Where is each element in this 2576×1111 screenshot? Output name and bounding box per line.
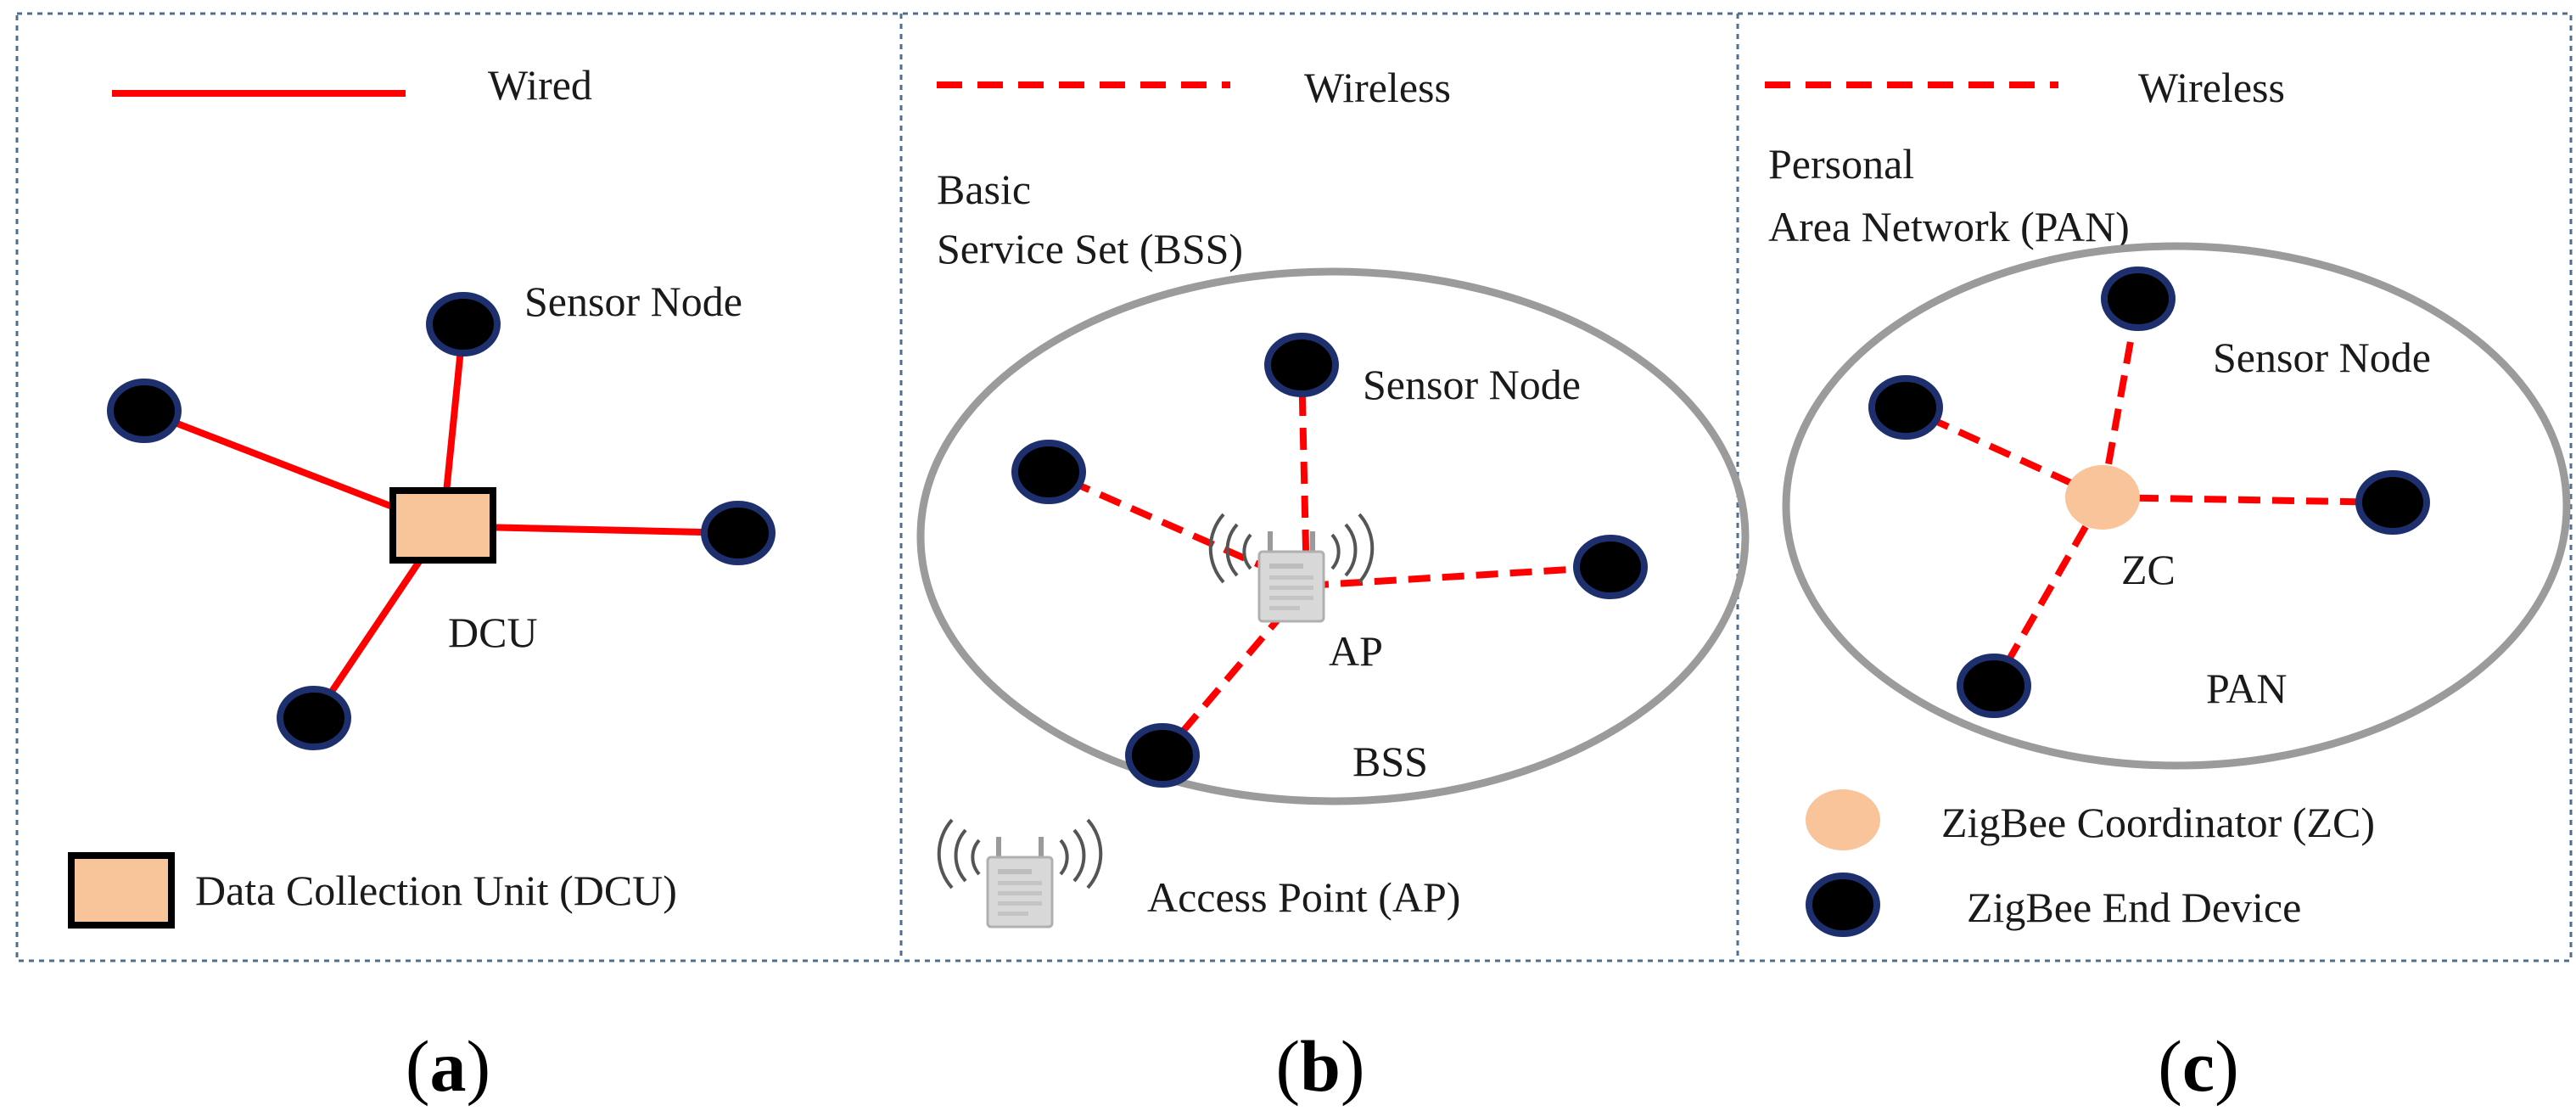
- sensor-node-icon: [701, 501, 776, 565]
- legend-wired-label: Wired: [488, 61, 592, 109]
- pan-area-label: PAN: [2206, 665, 2287, 712]
- sensor-node-icon: [107, 379, 182, 443]
- end-device-node-icon: [1957, 654, 2031, 718]
- legend-ap-label: Access Point (AP): [1147, 873, 1460, 921]
- legend-wireless-label: Wireless: [2138, 64, 2285, 111]
- bss-area-label: BSS: [1352, 738, 1428, 785]
- sensor-node-label: Sensor Node: [524, 278, 742, 325]
- wireless-link: [1991, 496, 2106, 687]
- pan-title-line1: Personal: [1768, 140, 1914, 188]
- ap-label: AP: [1329, 627, 1383, 675]
- pan-title-line2: Area Network (PAN): [1768, 203, 2130, 250]
- legend-zc-icon: [1806, 789, 1880, 850]
- sensor-node-label: Sensor Node: [1363, 361, 1581, 408]
- sensor-node-icon: [1264, 333, 1339, 397]
- bss-title-line2: Service Set (BSS): [937, 225, 1243, 272]
- legend-access-point-icon: [937, 818, 1103, 929]
- sensor-node-icon: [277, 686, 351, 750]
- dcu-box-icon: [389, 487, 496, 564]
- wireless-link: [1298, 364, 1310, 586]
- legend-end-device-icon: [1806, 873, 1880, 937]
- bss-title-line1: Basic: [937, 166, 1031, 213]
- sensor-node-icon: [1125, 723, 1200, 788]
- wireless-link: [2102, 494, 2394, 506]
- end-device-node-icon: [1868, 375, 1943, 440]
- sensor-node-icon: [426, 292, 501, 356]
- panel-c-pan: Wireless Personal Area Network (PAN) Sen…: [1765, 64, 2571, 937]
- outer-frame: [15, 12, 2573, 962]
- panel-a-wired-star: Wired Sensor Node DCU Data Collection Un…: [68, 61, 776, 929]
- caption-b: (b): [1275, 1025, 1364, 1107]
- access-point-icon: [1208, 513, 1375, 623]
- sensor-node-label: Sensor Node: [2213, 334, 2431, 381]
- panel-b-bss: Wireless Basic Service Set (BSS) Sensor …: [916, 64, 1750, 929]
- zc-label: ZC: [2121, 546, 2176, 593]
- dcu-label: DCU: [448, 609, 538, 656]
- legend-dcu-box-icon: [68, 852, 175, 929]
- sensor-node-icon: [1573, 535, 1648, 599]
- pan-coverage-ellipse: [1782, 242, 2571, 770]
- end-device-node-icon: [2101, 267, 2176, 331]
- legend-dcu-label: Data Collection Unit (DCU): [195, 867, 677, 914]
- caption-a: (a): [406, 1025, 490, 1107]
- bss-coverage-ellipse: [916, 267, 1750, 805]
- zigbee-coordinator-icon: [2065, 465, 2140, 530]
- sensor-node-icon: [1011, 440, 1086, 504]
- end-device-node-icon: [2355, 470, 2430, 535]
- legend-zc-label: ZigBee Coordinator (ZC): [1941, 799, 2375, 846]
- caption-c: (c): [2158, 1025, 2238, 1107]
- legend-end-device-label: ZigBee End Device: [1967, 884, 2301, 931]
- wireless-link: [1306, 564, 1611, 589]
- legend-wireless-label: Wireless: [1304, 64, 1451, 111]
